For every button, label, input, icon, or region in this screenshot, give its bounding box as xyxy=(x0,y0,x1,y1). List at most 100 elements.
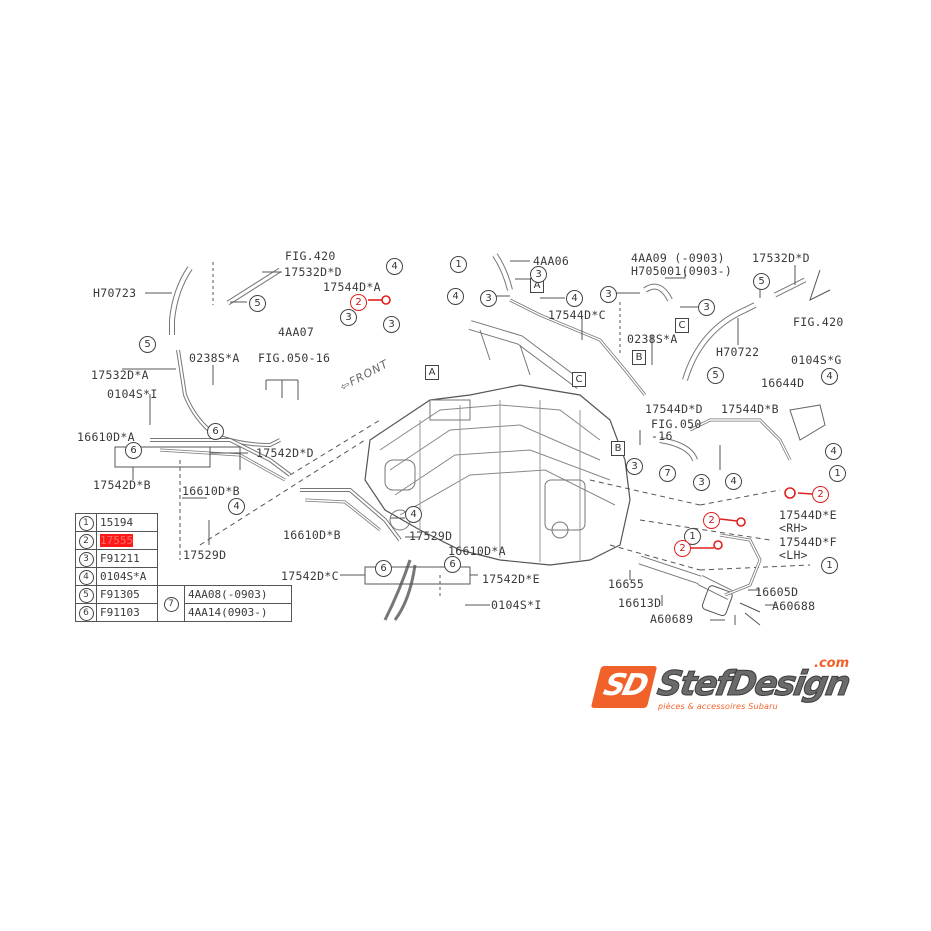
ref-box-c-top: C xyxy=(675,318,689,333)
logo-tagline: pièces & accessoires Subaru xyxy=(658,702,778,711)
ref-box-b-lower: B xyxy=(611,441,625,456)
callout-4: 4 xyxy=(386,258,403,275)
legend-group-item: 4AA08(-0903) xyxy=(184,585,292,604)
callout-1: 1 xyxy=(829,465,846,482)
legend-code: 0104S*A xyxy=(96,567,158,586)
label-4aa09: 4AA09 (-0903) xyxy=(631,251,725,265)
callout-6: 6 xyxy=(375,560,392,577)
label-0238s-a-right: 0238S*A xyxy=(627,332,678,346)
label-17532d-d-left: 17532D*D xyxy=(284,265,342,279)
label-fig420-right[interactable]: FIG.420 xyxy=(793,315,844,329)
callout-1: 1 xyxy=(684,528,701,545)
label-17542d-e: 17542D*E xyxy=(482,572,540,586)
callout-3: 3 xyxy=(626,458,643,475)
label-0104s-g: 0104S*G xyxy=(791,353,842,367)
label-17544d-f: 17544D*F xyxy=(779,535,837,549)
label-17532d-d-right: 17532D*D xyxy=(752,251,810,265)
label-16610d-a-left: 16610D*A xyxy=(77,430,135,444)
label-17544d-b: 17544D*B xyxy=(721,402,779,416)
ref-box-a-engine: A xyxy=(425,365,439,380)
callout-4: 4 xyxy=(228,498,245,515)
label-a60689: A60689 xyxy=(650,612,694,626)
label-a60688: A60688 xyxy=(772,599,816,613)
label-0104s-i-mid: 0104S*I xyxy=(491,598,542,612)
callout-6: 6 xyxy=(125,442,142,459)
label-17542d-d: 17542D*D xyxy=(256,446,314,460)
parts-legend-table: 1 15194 2 17555 3 F91211 4 0104S*A 5 F91… xyxy=(75,513,292,622)
callout-5: 5 xyxy=(753,273,770,290)
callout-2-highlighted[interactable]: 2 xyxy=(812,486,829,503)
label-17532d-a: 17532D*A xyxy=(91,368,149,382)
label-17529d-left: 17529D xyxy=(183,548,227,562)
callout-4: 4 xyxy=(566,290,583,307)
callout-5: 5 xyxy=(707,367,724,384)
label-h705001: H705001(0903-) xyxy=(631,264,733,278)
stefdesign-logo[interactable]: SD StefDesign .com pièces & accessoires … xyxy=(590,656,858,716)
label-h70722: H70722 xyxy=(716,345,760,359)
callout-3: 3 xyxy=(340,309,357,326)
callout-1: 1 xyxy=(450,256,467,273)
label-17544d-d: 17544D*D xyxy=(645,402,703,416)
callout-2-highlighted[interactable]: 2 xyxy=(350,294,367,311)
sd-logo-mark-icon: SD xyxy=(590,666,658,708)
label-fig050-right-sub: -16 xyxy=(651,429,673,443)
callout-3: 3 xyxy=(383,316,400,333)
callout-3: 3 xyxy=(600,286,617,303)
legend-group-item: 4AA14(0903-) xyxy=(184,603,292,622)
label-0104s-i-left: 0104S*I xyxy=(107,387,158,401)
legend-code: F91305 xyxy=(96,585,158,604)
label-4aa07: 4AA07 xyxy=(278,325,315,339)
label-rh: <RH> xyxy=(779,521,808,535)
legend-code: 15194 xyxy=(96,513,158,532)
legend-code: F91103 xyxy=(96,603,158,622)
callout-4: 4 xyxy=(825,443,842,460)
legend-row: 3 F91211 xyxy=(75,549,292,568)
label-fig050-right[interactable]: FIG.050 xyxy=(651,417,702,431)
label-17542d-c: 17542D*C xyxy=(281,569,339,583)
label-16605d: 16605D xyxy=(755,585,799,599)
label-17544d-e: 17544D*E xyxy=(779,508,837,522)
label-17542d-b: 17542D*B xyxy=(93,478,151,492)
label-17529d-mid: 17529D xyxy=(409,529,453,543)
callout-3: 3 xyxy=(480,290,497,307)
label-h70723: H70723 xyxy=(93,286,137,300)
callout-5: 5 xyxy=(139,336,156,353)
callout-1: 1 xyxy=(821,557,838,574)
label-16644d: 16644D xyxy=(761,376,805,390)
legend-code-highlighted[interactable]: 17555 xyxy=(100,534,134,547)
logo-domain: .com xyxy=(814,656,850,671)
label-16610d-b-mid: 16610D*B xyxy=(283,528,341,542)
callout-3: 3 xyxy=(530,266,547,283)
label-fig420-top[interactable]: FIG.420 xyxy=(285,249,336,263)
label-17544d-a: 17544D*A xyxy=(323,280,381,294)
label-16655: 16655 xyxy=(608,577,645,591)
label-16610d-a-mid: 16610D*A xyxy=(448,544,506,558)
label-0238s-a-left: 0238S*A xyxy=(189,351,240,365)
callout-4: 4 xyxy=(725,473,742,490)
callout-2-highlighted[interactable]: 2 xyxy=(703,512,720,529)
callout-4: 4 xyxy=(447,288,464,305)
label-4aa06: 4AA06 xyxy=(533,254,570,268)
legend-row: 1 15194 xyxy=(75,513,292,532)
legend-row: 5 F91305 7 4AA08(-0903) xyxy=(75,585,292,622)
legend-code: F91211 xyxy=(96,549,158,568)
legend-row-highlighted: 2 17555 xyxy=(75,531,292,550)
callout-5: 5 xyxy=(249,295,266,312)
ref-box-b-top: B xyxy=(632,350,646,365)
label-fig050-16-left[interactable]: FIG.050-16 xyxy=(258,351,331,365)
callout-4: 4 xyxy=(821,368,838,385)
label-16613d: 16613D xyxy=(618,596,662,610)
label-16610d-b-left: 16610D*B xyxy=(182,484,240,498)
callout-3: 3 xyxy=(698,299,715,316)
callout-2-highlighted[interactable]: 2 xyxy=(674,540,691,557)
callout-6: 6 xyxy=(207,423,224,440)
label-lh: <LH> xyxy=(779,548,808,562)
legend-row: 4 0104S*A xyxy=(75,567,292,586)
callout-7: 7 xyxy=(659,465,676,482)
callout-4: 4 xyxy=(405,506,422,523)
legend-row: 6 F91103 4AA14(0903-) xyxy=(75,603,292,622)
callout-3: 3 xyxy=(693,474,710,491)
ref-box-c-engine: C xyxy=(572,372,586,387)
label-17544d-c: 17544D*C xyxy=(548,308,606,322)
